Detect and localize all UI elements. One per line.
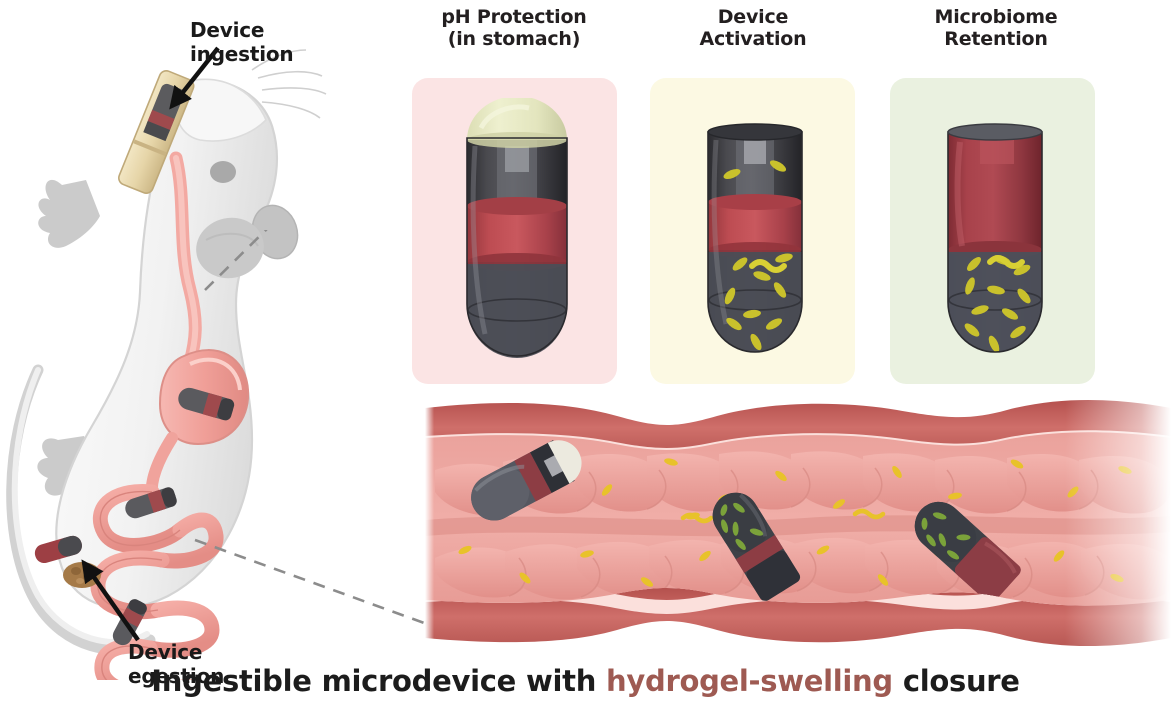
device-in-stomach	[178, 387, 235, 421]
ingestion-label-line2: ingestion	[190, 42, 294, 66]
device3-bacteria	[964, 255, 1031, 352]
egested-device	[34, 535, 82, 564]
caption-part2: microdevice	[321, 664, 517, 698]
ph-title-line2: (in stomach)	[447, 28, 581, 51]
mic-title-line2: Retention	[944, 28, 1048, 51]
mouse-cheek	[196, 217, 264, 279]
villi-upper	[435, 451, 1171, 516]
device-in-intestine-1	[125, 487, 177, 519]
caption-highlight: hydrogel-swelling	[606, 664, 893, 698]
device-retention	[947, 123, 1043, 353]
device-ingestion-label: Device ingestion	[190, 18, 340, 66]
panel-title-microbiome-retention: Microbiome Retention	[886, 6, 1106, 51]
device-ph-protection	[466, 98, 568, 358]
intestine-lumen	[425, 432, 1171, 606]
act-title-line2: Activation	[699, 28, 807, 51]
mouse-whiskers	[251, 49, 327, 119]
device-egestion-label: Device egestion	[128, 640, 278, 688]
panel-title-device-activation: Device Activation	[648, 6, 858, 51]
egestion-label-line1: Device	[128, 640, 203, 664]
connector-lines	[194, 230, 439, 630]
act-title-line1: Device	[717, 6, 789, 28]
ph-title-line1: pH Protection	[441, 6, 587, 28]
panel-title-ph-protection: pH Protection (in stomach)	[404, 6, 624, 51]
intestine-device-sealed	[914, 501, 1021, 603]
stomach-highlight	[189, 357, 242, 391]
ingestion-label-line1: Device	[190, 18, 265, 42]
device3-open-top	[947, 123, 1043, 141]
ingestion-arrow	[169, 46, 220, 110]
mouse-eye	[210, 161, 236, 183]
caption-part1: Ingestible	[151, 664, 312, 698]
device-activation	[707, 123, 803, 353]
caption-part4: closure	[902, 664, 1020, 698]
device1-enteric-cap	[467, 98, 567, 140]
intestine-cross-section	[425, 392, 1171, 654]
device2-open-top	[707, 123, 803, 141]
egestion-arrow	[81, 559, 140, 642]
intestine-device-open	[712, 492, 801, 602]
connector-lower	[194, 538, 439, 630]
connector-upper	[204, 230, 268, 291]
device2-bacteria	[723, 160, 793, 351]
mouse-illustration	[6, 49, 327, 680]
esophagus-highlight	[173, 155, 199, 365]
intestine-fade-left	[425, 392, 451, 654]
caption-part3: with	[526, 664, 597, 698]
egestion-label-line2: egestion	[128, 664, 225, 688]
mic-title-line1: Microbiome	[934, 6, 1058, 28]
mouse-tail-highlight	[11, 367, 150, 645]
device-in-intestine-2	[112, 599, 147, 646]
intestine-fade-right	[1065, 392, 1171, 654]
intestine-device-capped	[471, 440, 582, 521]
figure-caption: Ingestible microdevice with hydrogel-swelli…	[0, 664, 1171, 698]
mouse-forelimb	[38, 179, 100, 248]
mouse-cheek-line	[205, 232, 259, 247]
